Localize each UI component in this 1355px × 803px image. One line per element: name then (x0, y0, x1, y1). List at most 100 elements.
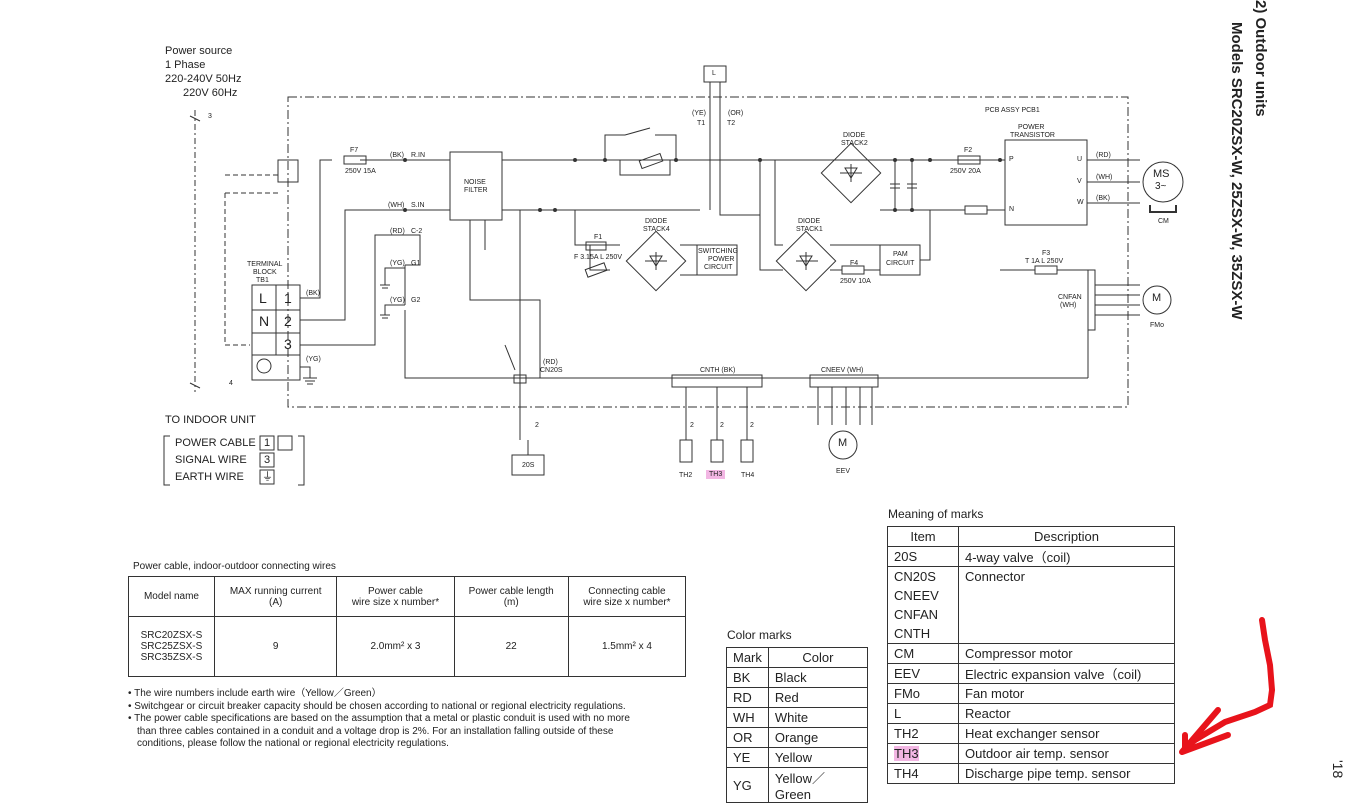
label-g2: G2 (411, 297, 421, 304)
switching-power-label-2: POWER (708, 256, 735, 263)
cnth-label: CNTH (BK) (700, 367, 736, 374)
cnfan-label: CNFAN (1058, 294, 1082, 301)
noise-filter-label-2: FILTER (464, 187, 488, 194)
wire-wh-v: (WH) (1096, 174, 1113, 181)
label-t2: T2 (727, 120, 736, 127)
wire-bk-w: (BK) (1096, 195, 1110, 202)
earth-wire-label: EARTH WIRE (175, 471, 244, 483)
label-u: U (1077, 156, 1083, 163)
note-item: • The power cable specifications are bas… (128, 713, 630, 749)
model-name: SRC20ZSX-S (140, 630, 203, 641)
label-n: N (1009, 206, 1015, 213)
note-text: The power cable specifications are based… (134, 713, 630, 749)
connecting-cable-cell: 1.5mm² x 4 (567, 616, 687, 677)
th3-label: TH3 (706, 470, 726, 479)
label-c2: C-2 (411, 228, 423, 235)
mark-item: EEV (887, 663, 959, 684)
wire-count-th3: 2 (720, 422, 724, 429)
mark-item: TH4 (887, 763, 959, 784)
terminal-block-label-1: TERMINAL (247, 261, 283, 268)
cnfan-color: (WH) (1060, 302, 1077, 309)
annotation-arrow (1182, 617, 1276, 751)
terminal-l: L (259, 290, 267, 306)
power-cable-size-cell: 2.0mm² x 3 (336, 616, 455, 677)
power-transistor-label-2: TRANSISTOR (1010, 132, 1055, 139)
th3-highlight: TH3 (894, 746, 919, 761)
terminal-1: 1 (284, 290, 292, 306)
f2-label: F2 (964, 147, 973, 154)
mark-item: CN20S (887, 566, 959, 586)
diode-stack1-label-1: DIODE (798, 218, 821, 225)
valve-20s-label: 20S (522, 462, 535, 469)
power-transistor-box (1004, 139, 1088, 226)
cable-length-cell: 22 (453, 616, 569, 677)
color-name: White (767, 707, 869, 728)
mark-description: Outdoor air temp. sensor (958, 743, 1175, 764)
switching-power-box (696, 244, 738, 276)
wire-rd-u: (RD) (1096, 152, 1111, 159)
switching-power-label-1: SWITCHING (698, 248, 739, 255)
ms-circle (1142, 161, 1184, 203)
label-p: P (1009, 156, 1014, 163)
wire-wh-sin: (WH) (388, 202, 405, 209)
wire-bk-rin: (BK) (390, 152, 404, 159)
mark-description: Connector (958, 566, 1175, 586)
earth-wire-box: ⏚ (262, 471, 273, 483)
color-name: Orange (767, 727, 869, 748)
power-source-60hz: 220V 60Hz (183, 87, 238, 99)
f1-rating: F 3.15A L 250V (574, 254, 622, 261)
pcb-outline (287, 96, 1129, 408)
note-item: • The wire numbers include earth wire（Ye… (128, 688, 382, 699)
pam-label-2: CIRCUIT (886, 260, 915, 267)
indoor-unit-title: TO INDOOR UNIT (165, 414, 256, 426)
marks-header-item: Item (887, 526, 959, 547)
noise-filter-box (449, 151, 503, 221)
f4-rating: 250V 10A (840, 278, 871, 285)
cn20s-color: (RD) (543, 359, 558, 366)
fan-motor-label: M (1152, 292, 1162, 304)
label-sin: S.IN (411, 202, 425, 209)
wire-yg-g1: (YG) (390, 260, 405, 267)
diode-stack4-label-1: DIODE (645, 218, 668, 225)
terminal-block-label-2: BLOCK (253, 269, 277, 276)
color-mark: BK (726, 667, 769, 688)
wire-count-4: 4 (229, 380, 233, 387)
wire-count-3: 3 (208, 113, 212, 120)
models-title: Models SRC20ZSX-W, 25ZSX-W, 35ZSX-W (1228, 22, 1245, 320)
power-cable-caption: Power cable, indoor-outdoor connecting w… (133, 561, 336, 572)
f7-label: F7 (350, 147, 359, 154)
mark-item: TH2 (887, 723, 959, 744)
ms-label: MS (1153, 168, 1170, 180)
ms-phase: 3~ (1155, 181, 1167, 192)
color-mark: YG (726, 767, 769, 803)
color-mark: WH (726, 707, 769, 728)
model-names-cell: SRC20ZSX-S SRC25ZSX-S SRC35ZSX-S (128, 616, 215, 677)
label-g1: G1 (411, 260, 421, 267)
mark-item: CNFAN (887, 605, 959, 624)
reactor-box (703, 65, 727, 83)
header-max-current: MAX running current (A) (213, 576, 338, 617)
mark-description (958, 624, 1175, 644)
diode-stack2-label-2: STACK2 (841, 140, 868, 147)
reactor-label: L (712, 70, 716, 77)
cneev-label: CNEEV (WH) (821, 367, 864, 374)
wire-yg-tb: (YG) (306, 356, 321, 363)
header-power-cable: Power cable wire size x number* (336, 576, 455, 617)
header-connecting-cable: Connecting cable wire size x number* (567, 576, 687, 617)
power-cable-box: 1 (264, 437, 271, 449)
mark-description (958, 586, 1175, 605)
mark-description: Fan motor (958, 683, 1175, 704)
th4-label: TH4 (741, 472, 755, 479)
model-name: SRC35ZSX-S (140, 652, 203, 663)
mark-description: Discharge pipe temp. sensor (958, 763, 1175, 784)
wire-rd-c2: (RD) (390, 228, 405, 235)
section-title: 2) Outdoor units (1252, 0, 1269, 117)
terminal-block-label-3: TB1 (256, 277, 269, 284)
note-text: Switchgear or circuit breaker capacity s… (134, 700, 626, 712)
mark-description: Electric expansion valve（coil) (958, 663, 1175, 684)
eev-motor-circle (828, 430, 858, 460)
cm-label: CM (1158, 218, 1169, 225)
th2-label: TH2 (679, 472, 693, 479)
color-marks-title: Color marks (727, 628, 792, 642)
color-mark: OR (726, 727, 769, 748)
